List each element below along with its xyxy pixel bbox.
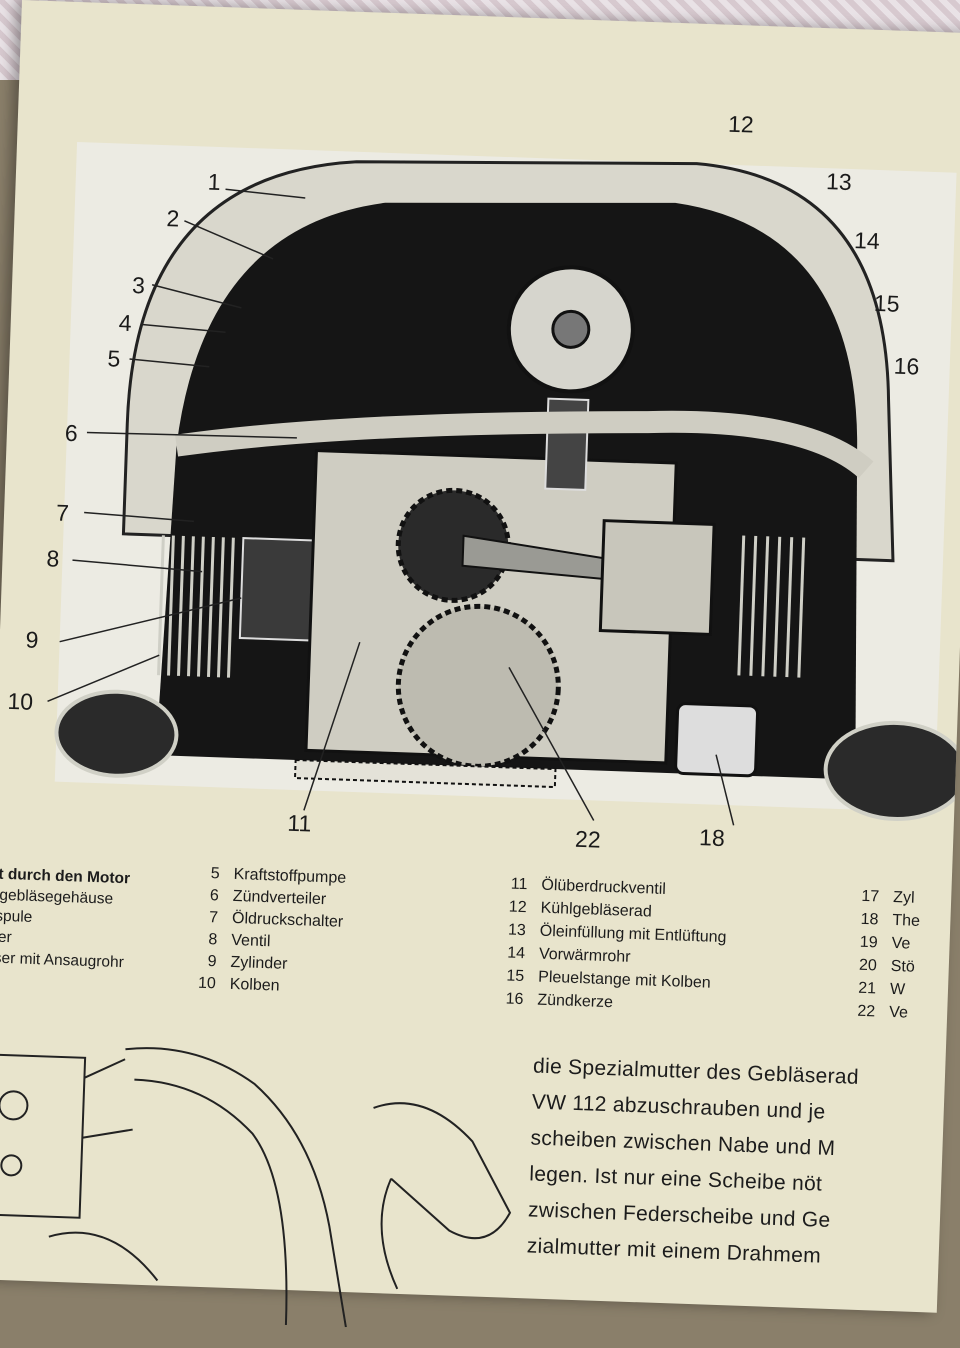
legend-number: 12: [508, 898, 527, 917]
callout-6: 6: [64, 419, 79, 447]
legend-item: 13 Öleinfüllung mit Entlüftung: [498, 921, 727, 947]
legend-number: 17: [861, 887, 880, 906]
body-text-line: die Spezialmutter des Gebläserad: [532, 1054, 860, 1089]
callout-13: 13: [825, 168, 853, 196]
callout-4: 4: [118, 309, 133, 337]
left-heat-exchanger: [54, 689, 179, 778]
callout-1: 1: [207, 168, 222, 196]
body-text-line: zwischen Federscheibe und Ge: [527, 1198, 831, 1232]
callout-18: 18: [698, 824, 726, 852]
legend-number: 20: [858, 956, 878, 975]
legend-item: 6 Zündverteiler: [191, 886, 327, 909]
callout-5: 5: [107, 345, 121, 372]
preheat-pipe: [175, 410, 874, 479]
legend-item: 14 Vorwärmrohr: [497, 944, 631, 967]
body-text-line: zialmutter mit einem Drahmem: [526, 1234, 822, 1268]
legend-item: 7 Öldruckschalter: [190, 908, 344, 931]
body-text-line: scheiben zwischen Nabe und M: [530, 1126, 836, 1161]
legend-item: 18 The: [850, 910, 920, 930]
legend-text: Ve: [891, 934, 911, 953]
legend-item: 12 Kühlgebläserad: [498, 898, 653, 921]
legend-item: 15 Pleuelstange mit Kolben: [496, 967, 711, 992]
legend-item: 22 Ve: [847, 1002, 908, 1022]
legend-number: 7: [208, 909, 219, 927]
callout-16: 16: [893, 352, 920, 380]
legend-text: Pleuelstange mit Kolben: [537, 968, 711, 992]
legend-item: 9 Zylinder: [188, 952, 287, 973]
legend-number: 6: [209, 887, 220, 905]
legend-number: 22: [857, 1002, 876, 1021]
callout-2: 2: [166, 205, 180, 232]
legend-text: Ve: [888, 1003, 909, 1022]
legend-number: 5: [210, 865, 220, 883]
legend-text: Öldruckschalter: [231, 909, 344, 931]
legend-text: Zündverteiler: [232, 887, 327, 909]
callout-3: 3: [131, 272, 146, 299]
legend-number: 15: [506, 967, 525, 986]
legend-number: 10: [197, 974, 217, 993]
legend-item: 11 Ölüberdruckventil: [499, 875, 667, 899]
legend-item: 5 Kraftstoffpumpe: [191, 864, 346, 887]
right-piston: [598, 519, 716, 636]
callout-7: 7: [55, 499, 70, 526]
callout-9: 9: [25, 626, 39, 653]
legend-item: 21 W: [848, 979, 906, 999]
legend-text: Vorwärmrohr: [538, 945, 631, 966]
callout-14: 14: [853, 227, 881, 255]
engine-cross-section-figure: 1 2 3 4 5 6 7 8 9 10 11 12 13 14 15 16 1…: [7, 110, 960, 863]
engine-illustration: [47, 142, 960, 826]
callout-12: 12: [727, 110, 755, 138]
legend-number: 16: [505, 990, 524, 1009]
legend-text: Kühlgebläserad: [540, 899, 653, 921]
callout-15: 15: [873, 289, 900, 317]
legend-number: 19: [859, 933, 878, 952]
legend-text: W: [889, 980, 906, 999]
legend-text: Ventil: [231, 931, 271, 951]
legend-text: Zündkerze: [537, 991, 614, 1012]
legend-number: 11: [510, 875, 528, 894]
caption-line: ühler: [0, 928, 13, 947]
caption-line: ühlgebläsegehäuse: [0, 886, 114, 908]
legend-number: 9: [207, 953, 217, 971]
callout-22: 22: [574, 825, 602, 853]
legend-item: 19 Ve: [849, 933, 911, 953]
legend-text: Zyl: [892, 888, 915, 907]
caption-line: gaser mit Ansaugrohr: [0, 949, 125, 972]
legend-number: 14: [506, 944, 526, 963]
legend-number: 21: [857, 979, 877, 998]
legend-number: 18: [860, 910, 879, 929]
assembly-sketch-illustration: [0, 1047, 512, 1328]
flywheel-teeth: [293, 758, 557, 789]
legend-number: 13: [507, 921, 527, 940]
legend-item: 10 Kolben: [187, 974, 280, 995]
legend-text: Ölüberdruckventil: [541, 876, 667, 899]
left-cylinder-fins: [157, 535, 235, 678]
legend-item: 16 Zündkerze: [495, 990, 613, 1012]
callout-8: 8: [46, 545, 60, 572]
legend-text: Kolben: [229, 975, 280, 995]
right-heat-exchanger: [823, 720, 960, 821]
legend-text: Zylinder: [230, 953, 288, 973]
callout-11: 11: [286, 809, 312, 837]
callout-10: 10: [7, 687, 34, 715]
legend-text: Öleinfüllung mit Entlüftung: [539, 922, 727, 947]
legend-item: 17 Zyl: [851, 887, 915, 907]
body-text-line: VW 112 abzuschrauben und je: [531, 1090, 826, 1124]
legend-item: 20 Stö: [848, 956, 915, 976]
legend-text: Stö: [890, 957, 916, 976]
legend-item: 8 Ventil: [189, 930, 271, 951]
oil-strainer: [674, 702, 760, 778]
legend-number: 8: [208, 931, 218, 949]
legend-text: The: [892, 911, 921, 930]
callout-leader-lines: [47, 188, 735, 826]
caption-line: ndspule: [0, 907, 33, 926]
caption-title: nitt durch den Motor: [0, 865, 131, 888]
right-cylinder-fins: [737, 535, 806, 678]
legend-text: Kraftstoffpumpe: [233, 865, 347, 887]
body-text-line: legen. Ist nur eine Scheibe nöt: [528, 1162, 823, 1196]
pulley-hub: [551, 309, 591, 349]
